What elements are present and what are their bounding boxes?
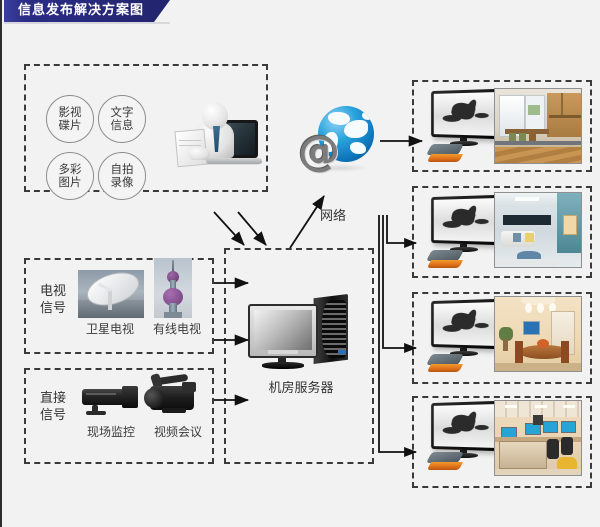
tv-signal-group-label: 电视 信号: [39, 284, 66, 316]
at-symbol-icon: @: [298, 126, 340, 175]
venue-photo-living-room: [494, 192, 582, 268]
flat-tv-icon: [426, 88, 504, 150]
venue-photo-dining-room: [494, 296, 582, 372]
circle-video-disc[interactable]: 影视 碟片: [46, 95, 94, 143]
flat-tv-icon: [426, 400, 504, 462]
tv-tower-icon: [154, 258, 192, 318]
person-laptop-icon: [170, 98, 266, 186]
endpoint-panel-1: [412, 80, 592, 172]
cable-tv-label: 有线电视: [152, 322, 201, 336]
trunk-line-3: [378, 215, 418, 458]
direct-signal-group-label: 直接 信号: [39, 391, 66, 423]
set-top-box-icon: [423, 354, 465, 376]
tv-signal-box: [24, 258, 214, 354]
camcorder-icon: [142, 372, 206, 420]
arrow-content-to-server-b: [237, 211, 267, 246]
title-underline: [4, 22, 170, 24]
direct-signal-box: [24, 368, 214, 464]
page-title: 信息发布解决方案图: [4, 0, 154, 22]
security-camera-icon: [80, 375, 142, 419]
flat-tv-icon: [426, 298, 504, 360]
globe-at-icon: @: [298, 104, 374, 184]
title-banner-tail: [154, 0, 170, 22]
satellite-dish-icon: [78, 270, 144, 318]
server-computer-icon: [246, 292, 356, 372]
set-top-box-icon: [423, 250, 465, 272]
on-site-monitoring-label: 现场监控: [86, 425, 135, 439]
server-box: [224, 248, 374, 464]
server-room-label: 机房服务器: [268, 381, 334, 396]
set-top-box-icon: [423, 144, 465, 166]
circle-self-recording[interactable]: 自拍 录像: [98, 152, 146, 200]
arrow-content-to-server-a: [213, 211, 245, 246]
content-sources-box: [24, 64, 268, 192]
set-top-box-icon: [423, 452, 465, 474]
circle-text-info[interactable]: 文字 信息: [98, 95, 146, 143]
video-conference-label: 视频会议: [153, 425, 202, 439]
flat-tv-icon: [426, 194, 504, 256]
satellite-tv-label: 卫星电视: [85, 322, 134, 336]
network-label: 网络: [320, 209, 347, 224]
arrow-server-to-network: [289, 195, 325, 249]
venue-photo-kitchen-dining: [494, 88, 582, 164]
circle-color-pictures[interactable]: 多彩 图片: [46, 152, 94, 200]
globe-shape: [318, 106, 374, 162]
venue-photo-office: [494, 400, 582, 476]
